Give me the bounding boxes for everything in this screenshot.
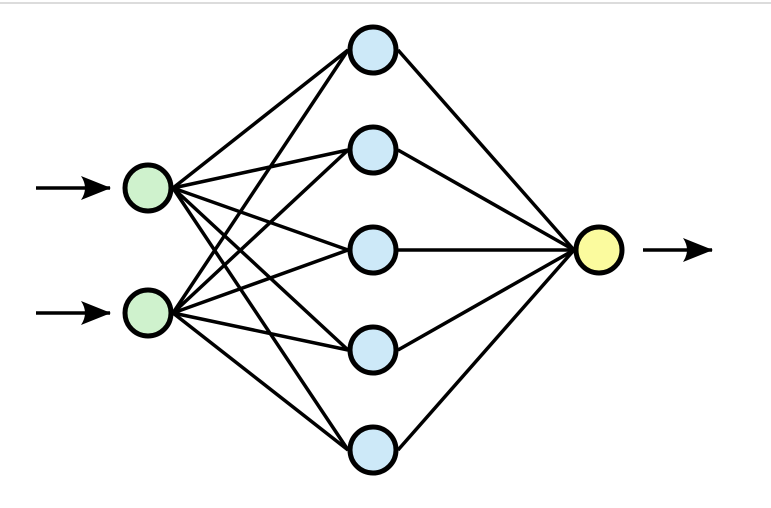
edge-input-1-hidden-4 [171, 186, 350, 352]
edge-input-2-hidden-5 [171, 311, 350, 452]
edge-input-1-hidden-1 [171, 48, 350, 190]
top-border-line [0, 2, 771, 4]
node-hidden-3 [347, 224, 399, 276]
node-hidden-2 [347, 124, 399, 176]
node-hidden-1 [347, 24, 399, 76]
edge-input-2-hidden-2 [171, 148, 350, 315]
edge-input-2-hidden-3 [172, 248, 349, 315]
node-input-2 [122, 287, 174, 339]
edge-hidden-1-output-1 [396, 48, 576, 252]
edge-hidden-2-output-1 [397, 148, 575, 252]
edge-input-1-hidden-5 [171, 187, 350, 451]
edge-input-1-hidden-3 [172, 186, 349, 252]
edges-layer [171, 48, 576, 452]
arrows-layer [36, 176, 713, 325]
edge-hidden-4-output-1 [397, 248, 575, 352]
edge-hidden-5-output-1 [396, 248, 576, 452]
edge-input-2-hidden-4 [172, 311, 349, 352]
node-input-1 [122, 162, 174, 214]
edge-input-1-hidden-2 [172, 148, 349, 190]
nodes-layer [122, 24, 625, 476]
node-output-1 [573, 224, 625, 276]
node-hidden-5 [347, 424, 399, 476]
edge-input-2-hidden-1 [171, 49, 350, 314]
node-hidden-4 [347, 324, 399, 376]
